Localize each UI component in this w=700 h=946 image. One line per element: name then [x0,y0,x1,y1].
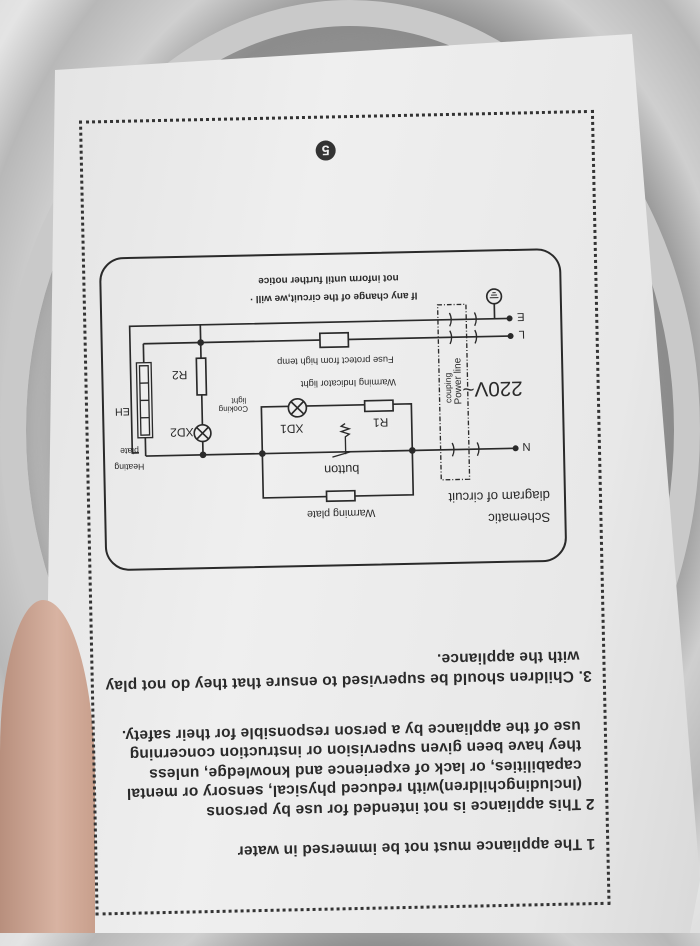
heating-plate-label: Heating [114,462,144,473]
fuse-resistor [320,333,349,348]
instruction-2: 2 This appliance is not intended for use… [103,716,595,824]
xd1-lamp-icon [288,399,306,417]
button-label: button [324,462,359,477]
heating-element-icon [136,363,152,438]
xd1-label: XD1 [280,421,304,435]
cooking-light-label: Cooking [219,404,249,414]
warming-indicator-label: Warming Indicator light [300,377,396,389]
circuit-schematic: Schematic diagram of circuit Warming pla… [95,245,602,585]
r1-label: R1 [373,415,389,429]
heating-plate-label: plate [120,446,139,456]
warming-plate-label: Warming plate [307,507,376,520]
notice-text: If any change of the circuit,we will · [249,290,417,305]
terminal-e-label: E [516,310,524,322]
xd2-label: XD2 [170,425,194,439]
r2-resistor [196,358,206,395]
coupling-label: Power line [452,357,464,404]
warming-plate-resistor [326,491,355,502]
schematic-title: Schematic [488,510,551,526]
voltage-label: 220V~ [462,376,523,400]
fuse-label: Fuse protect from high temp [277,354,394,366]
terminal-n-label: N [522,440,530,452]
r1-resistor [365,400,394,411]
notice-text: not inform until further notice [258,272,399,286]
schematic-subtitle: diagram of circuit [448,488,550,505]
terminal-l-label: L [518,328,525,340]
eh-label: EH [115,405,130,417]
cooking-light-label: light [231,396,247,405]
coupling-label: couping [443,372,454,403]
ground-icon [487,289,502,304]
manual-page-content: 1 The appliance must not be immersed in … [51,54,659,946]
r2-label: R2 [172,368,188,382]
xd2-lamp-icon [194,425,211,442]
